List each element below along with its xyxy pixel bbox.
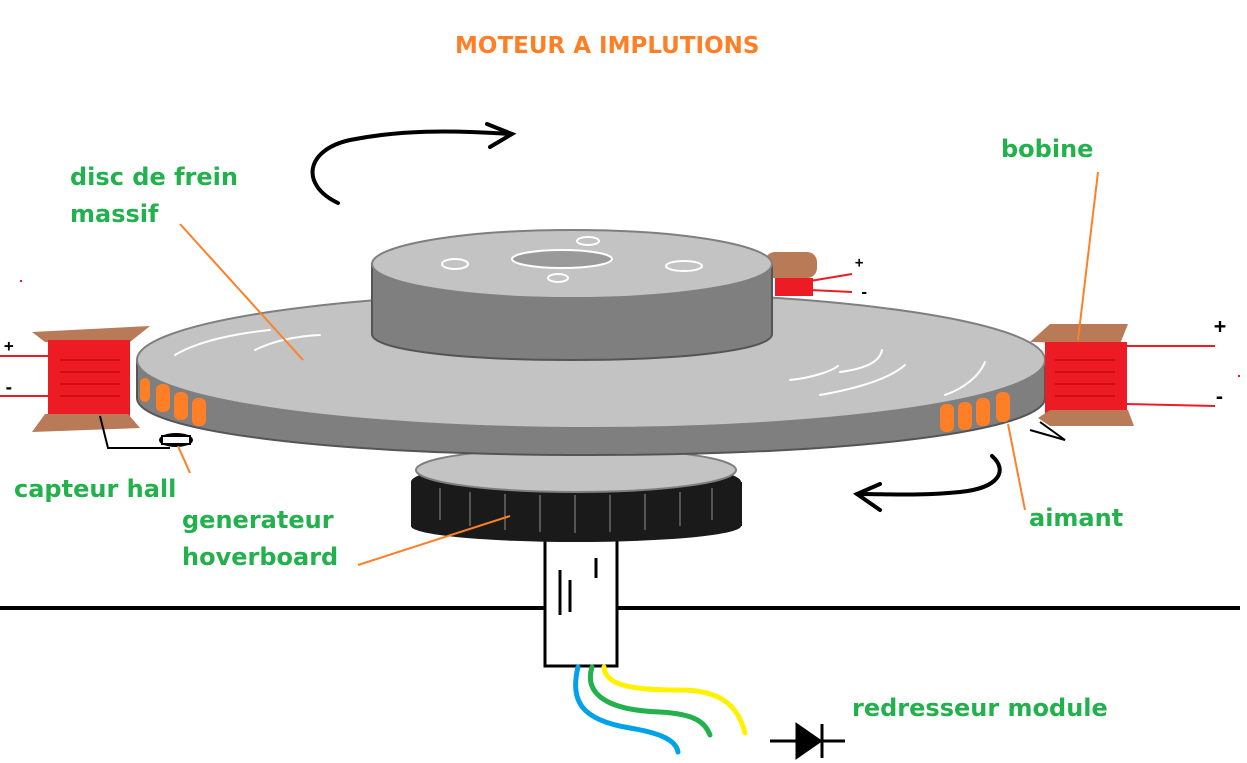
label-bobine: bobine (1001, 135, 1094, 163)
coil-right (1029, 324, 1240, 441)
wires (573, 664, 748, 755)
coil-left (0, 280, 170, 449)
diagram-title: MOTEUR A IMPLUTIONS (455, 33, 760, 59)
hall-sensor (159, 433, 193, 447)
label-redresseur-module: redresseur module (852, 694, 1108, 722)
label-disc-line2: massif (70, 200, 159, 228)
leader-bobine (1077, 171, 1099, 341)
left-plus-sign: + (4, 336, 14, 355)
leader-capteur (177, 445, 191, 474)
leader-generateur (357, 515, 511, 566)
wire-yellow (601, 664, 748, 736)
label-aimant: aimant (1029, 504, 1124, 532)
hoverboard-generator (411, 447, 742, 542)
diode-icon (770, 722, 845, 760)
rotation-arrow-top (310, 122, 517, 205)
left-minus-sign: - (4, 378, 14, 397)
label-capteur-hall: capteur hall (14, 475, 177, 503)
magnets (140, 378, 1010, 432)
wire-green (588, 664, 713, 738)
back-minus-sign: - (860, 285, 869, 301)
leader-lines (177, 171, 1099, 566)
coil-back (765, 252, 853, 296)
leader-disc (179, 223, 304, 361)
upper-hub (371, 229, 773, 362)
back-plus-sign: + (855, 255, 864, 271)
label-generateur-line2: hoverboard (182, 543, 339, 571)
rotation-arrow-bottom (852, 454, 1002, 512)
shaft (543, 531, 619, 668)
right-plus-sign: + (1214, 314, 1227, 338)
right-minus-sign: - (1214, 387, 1225, 408)
label-disc-line1: disc de frein (70, 163, 238, 191)
label-generateur-line1: generateur (182, 506, 334, 534)
leader-aimant (1007, 423, 1026, 511)
wire-blue (573, 664, 681, 755)
